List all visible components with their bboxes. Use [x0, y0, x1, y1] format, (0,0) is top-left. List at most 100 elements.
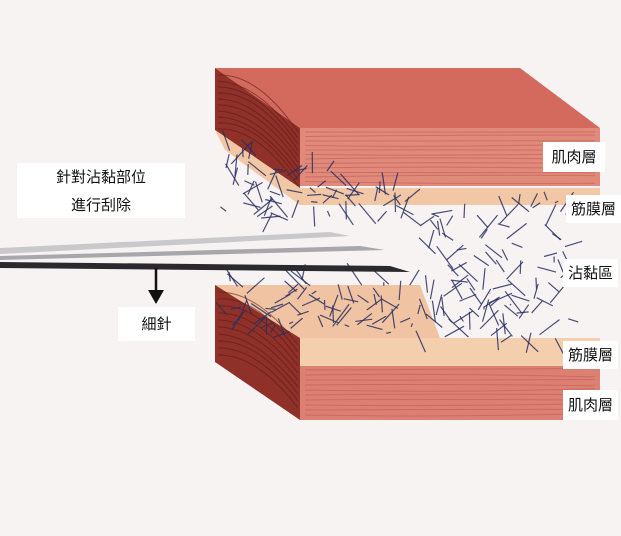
muscle-streak [217, 92, 299, 151]
adhesion-fiber [246, 277, 265, 294]
adhesion-fiber [232, 167, 239, 185]
adhesion-fiber [409, 269, 420, 286]
adhesion-fiber [511, 294, 530, 302]
adhesion-fiber [483, 296, 500, 308]
adhesion-fiber [230, 141, 252, 165]
adhesion-fiber [499, 319, 513, 337]
adhesion-fiber [477, 288, 492, 311]
muscle-streak [217, 116, 299, 175]
adhesion-fiber [225, 154, 230, 169]
adhesion-fiber [270, 303, 284, 309]
adhesion-fiber [337, 284, 343, 300]
adhesion-fiber [231, 313, 243, 331]
adhesion-fiber [518, 194, 521, 205]
adhesion-fiber [395, 204, 414, 216]
adhesion-fiber [336, 307, 352, 326]
adhesion-fiber [418, 237, 436, 255]
adhesion-fiber [273, 168, 283, 171]
adhesion-fiber [286, 189, 303, 194]
top-muscle-label: 肌肉層 [543, 142, 605, 172]
adhesion-fiber [285, 270, 305, 290]
adhesion-fiber [539, 319, 560, 336]
adhesion-fiber [215, 302, 227, 315]
muscle-streak [217, 110, 299, 169]
adhesion-fiber [495, 259, 505, 273]
adhesion-fiber [393, 195, 401, 206]
adhesion-fiber [443, 282, 463, 297]
adhesion-fiber [400, 196, 410, 219]
needle-motion-blur-2 [0, 246, 385, 260]
muscle-streak [217, 291, 299, 346]
adhesion-fiber [535, 277, 538, 290]
muscle-streak [217, 354, 299, 409]
muscle-streak [217, 305, 299, 360]
adhesion-fiber [533, 283, 539, 299]
muscle-streak [217, 298, 299, 353]
adhesion-fiber [374, 187, 379, 202]
bottom-fascia-label: 筋膜層 [563, 341, 618, 369]
muscle-streak [304, 373, 596, 378]
adhesion-fiber [291, 167, 307, 173]
adhesion-fiber [504, 304, 519, 317]
adhesion-fiber [502, 313, 506, 335]
muscle-streak [217, 122, 299, 181]
adhesion-fiber [525, 332, 532, 353]
adhesion-fiber [322, 194, 333, 204]
adhesion-fiber [564, 240, 583, 248]
adhesion-fiber [317, 315, 324, 328]
adhesion-fiber [372, 269, 390, 285]
adhesion-fiber [383, 194, 402, 207]
adhesion-fiber [466, 278, 476, 291]
adhesion-fiber [358, 203, 377, 225]
adhesion-fiber [441, 232, 454, 241]
adhesion-fiber [518, 304, 530, 319]
adhesion-fiber [507, 279, 526, 297]
adhesion-fiber [277, 318, 286, 336]
muscle-streak [217, 347, 299, 402]
muscle-fiber-streaks [217, 74, 596, 417]
muscle-streak [304, 388, 596, 392]
adhesion-fiber [357, 312, 373, 326]
adhesion-fiber [296, 286, 308, 300]
adhesion-fiber [325, 186, 345, 195]
muscle-streak [217, 333, 299, 388]
adhesion-fiber [269, 190, 281, 196]
adhesion-fiber [343, 298, 359, 303]
adhesion-fiber [366, 324, 383, 331]
adhesion-fiber [537, 266, 557, 273]
adhesion-fiber [312, 206, 316, 227]
adhesion-fiber [441, 296, 445, 317]
adhesion-fiber [425, 313, 443, 328]
adhesion-fiber [243, 192, 259, 211]
muscle-streak [217, 340, 299, 395]
adhesion-fiber [511, 242, 523, 248]
adhesion-fiber [345, 193, 360, 197]
adhesion-fiber [248, 140, 254, 159]
adhesion-fiber [242, 181, 263, 195]
adhesion-fibers [215, 130, 586, 358]
adhesion-label: 沾黏區 [563, 259, 618, 287]
adhesion-fiber [317, 180, 327, 188]
adhesion-fiber [492, 283, 512, 290]
adhesion-fiber [344, 324, 350, 328]
adhesion-fiber [291, 199, 300, 218]
adhesion-fiber [290, 270, 311, 287]
needle [0, 232, 410, 272]
top-fascia [215, 130, 600, 205]
adhesion-fiber [345, 194, 356, 207]
adhesion-fiber [440, 306, 453, 323]
adhesion-fiber [484, 244, 503, 259]
adhesion-fiber [270, 301, 291, 313]
adhesion-fiber [347, 285, 355, 304]
adhesion-fiber [547, 282, 560, 293]
adhesion-fiber [504, 291, 523, 314]
adhesion-fiber [339, 173, 360, 196]
adhesion-fiber [446, 215, 454, 226]
adhesion-fiber [290, 317, 303, 329]
adhesion-fiber [451, 261, 467, 272]
adhesion-fiber [244, 295, 253, 315]
adhesion-fiber [568, 318, 579, 323]
adhesion-fiber [403, 211, 422, 227]
adhesion-fiber [381, 303, 400, 324]
